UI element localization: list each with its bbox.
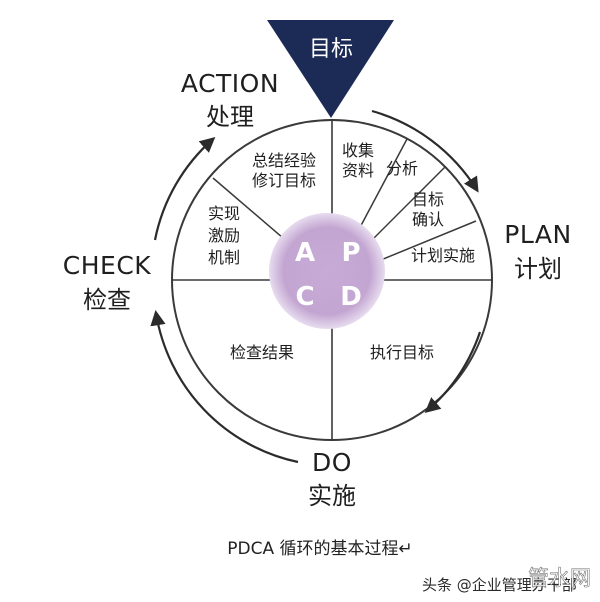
center-letter-c: C [295,282,314,312]
cycle-arrow-action [153,136,216,241]
stage-check-cn: 检查 [83,286,131,314]
do-step: 执行目标 [370,343,434,362]
plan-step-confirm-line2: 确认 [412,210,444,229]
cycle-arrow-plan [371,109,479,193]
diagram-caption: PDCA 循环的基本过程↵ [227,539,413,559]
stage-plan-en: PLAN [504,220,571,249]
plan-step-collect-line1: 收集 [342,141,374,160]
center-letter-p: P [341,238,360,268]
center-circle [269,213,385,329]
action-step-incentive-line1: 实现 [208,204,240,223]
action-step-summarize-line1: 总结经验 [252,151,316,170]
plan-step-confirm-line1: 目标 [412,190,444,209]
action-step-summarize-line2: 修订目标 [252,171,316,190]
cycle-arrow-do [424,331,482,414]
cycle-arrow-check [150,309,299,464]
action-step-incentive-line3: 机制 [208,248,240,267]
stage-do-cn: 实施 [308,482,356,510]
plan-step-implement: 计划实施 [411,246,475,265]
plan-step-collect-line2: 资料 [342,161,374,180]
action-step-incentive-line2: 激励 [208,226,240,245]
stage-plan-cn: 计划 [514,255,562,283]
check-step: 检查结果 [230,343,294,362]
stage-do-en: DO [312,448,352,477]
center-letter-d: D [340,282,362,312]
goal-triangle [267,20,394,118]
plan-step-analyze: 分析 [386,159,418,178]
center-letter-a: A [295,238,315,268]
goal-label: 目标 [309,37,353,62]
watermark-source: 头条 @企业管理办干部 [422,576,577,594]
stage-action-en: ACTION [181,69,279,98]
stage-check-en: CHECK [63,251,152,280]
stage-action-cn: 处理 [206,103,254,131]
watermark-logo: 管水网 [528,566,591,590]
